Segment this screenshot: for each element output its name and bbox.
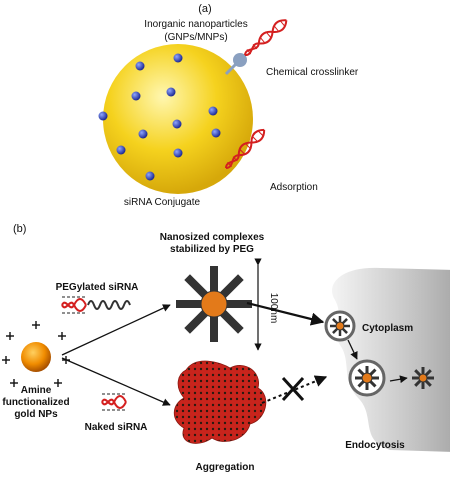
complex-core	[335, 321, 345, 331]
peg-arm	[184, 274, 209, 299]
arrow-release	[389, 375, 408, 384]
endocytosis-label: Endocytosis	[345, 440, 405, 451]
naked-sirna-icon	[101, 393, 127, 411]
sirna-dot	[211, 128, 221, 138]
amine-label-1: Amine	[21, 385, 52, 396]
aggregation-blob	[173, 360, 267, 444]
sirna-dot	[166, 87, 176, 97]
panel-b-label: (b)	[13, 223, 26, 235]
adsorption-label: Adsorption	[270, 182, 318, 193]
sirna-dots	[98, 53, 221, 181]
arrow-to-lower-endosome	[347, 339, 358, 360]
aggregation-label: Aggregation	[196, 462, 255, 473]
peg-arm	[219, 309, 244, 334]
complex-core	[361, 372, 373, 384]
complexes-label-1: Nanosized complexes	[160, 232, 265, 243]
naked-label: Naked siRNA	[85, 422, 148, 433]
crosslinker-node	[233, 53, 247, 67]
amine-label-2: functionalized	[2, 397, 69, 408]
crosslinker-sirna-helix	[244, 19, 288, 56]
peg-arm	[184, 309, 209, 334]
plus-charges	[2, 321, 70, 387]
endosome-lower	[348, 359, 386, 397]
sirna-dot	[138, 129, 148, 139]
sirna-dot	[172, 119, 182, 129]
pegylated-sirna-icon	[61, 296, 131, 314]
sirna-dot	[208, 106, 218, 116]
cytoplasm-label: Cytoplasm	[362, 323, 413, 334]
complex-core	[200, 290, 228, 318]
gold-nanoparticle	[103, 44, 253, 194]
panel-a-label: (a)	[198, 3, 211, 15]
sirna-dot	[135, 61, 145, 71]
complexes-label-2: stabilized by PEG	[170, 244, 254, 255]
complex-in-endosome	[330, 316, 350, 336]
complex-core	[418, 373, 428, 383]
sirna-dot	[131, 91, 141, 101]
block-x-icon	[281, 376, 305, 402]
complex-in-endosome	[355, 366, 379, 390]
amine-label-3: gold NPs	[14, 409, 58, 420]
crosslinker-label: Chemical crosslinker	[266, 67, 359, 78]
conjugate-label: siRNA Conjugate	[124, 197, 201, 208]
arrow-to-aggregation	[61, 357, 171, 406]
peg-arm	[219, 274, 244, 299]
arrow-to-pegylated	[61, 304, 171, 356]
adsorption-sirna-helix	[225, 128, 266, 169]
endosome-upper	[324, 310, 356, 342]
nanoparticles-label-2: (GNPs/MNPs)	[164, 32, 227, 43]
released-complex	[412, 367, 434, 389]
peg-complex	[176, 266, 252, 342]
sirna-dot	[173, 148, 183, 158]
arrow-to-cell	[246, 301, 325, 326]
sirna-dot	[116, 145, 126, 155]
nanoparticles-label-1: Inorganic nanoparticles	[144, 19, 247, 30]
peg-coil	[87, 300, 131, 310]
sirna-dot	[145, 171, 155, 181]
sirna-dot	[173, 53, 183, 63]
amine-gold-np	[2, 321, 70, 387]
size-label: 100nm	[268, 293, 279, 324]
pegylated-label: PEGylated siRNA	[56, 282, 139, 293]
sirna-dot	[98, 111, 108, 121]
cell-membrane	[332, 267, 450, 452]
crosslinker-group	[224, 19, 288, 76]
